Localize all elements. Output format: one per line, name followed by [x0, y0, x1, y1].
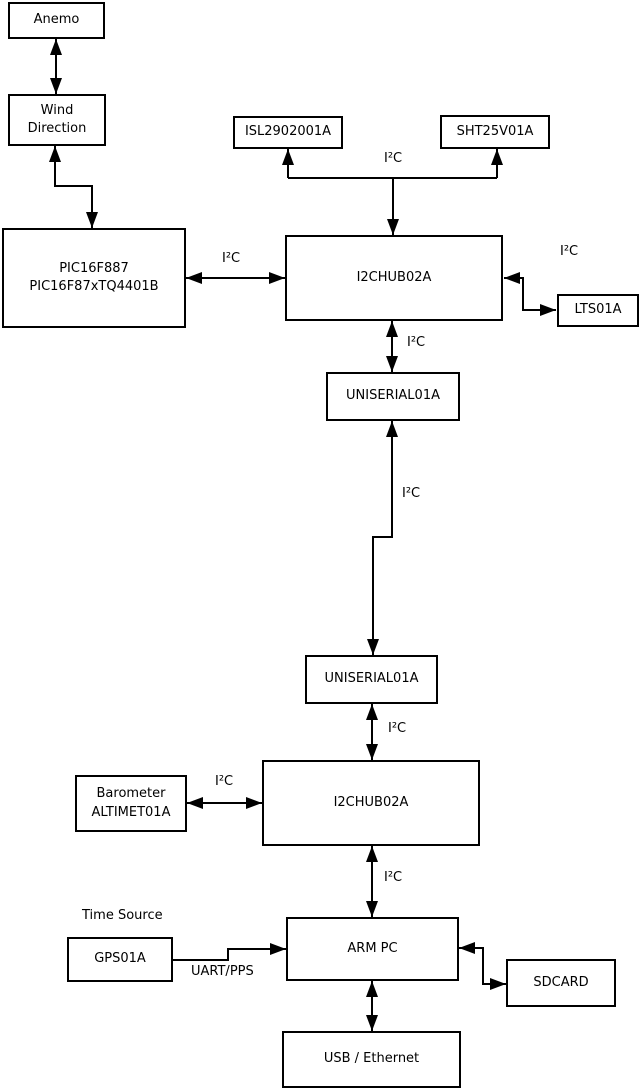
connector-armpc-sdcard — [459, 942, 506, 990]
connector-gps-armpc — [173, 943, 286, 961]
box-uniserial-bottom: UNISERIAL01A — [305, 655, 438, 704]
label-i2c-barometer-hub2: I²C — [215, 774, 234, 789]
box-sdcard: SDCARD — [506, 959, 616, 1007]
label-time-source: Time Source — [82, 908, 163, 923]
label-i2c-sensor-bus: I²C — [384, 151, 403, 166]
label-i2c-hub1-lts: I²C — [560, 244, 579, 259]
label-i2c-uniserial2-hub2: I²C — [388, 721, 407, 736]
box-i2c-hub-top: I2CHUB02A — [285, 235, 503, 321]
box-arm-pc: ARM PC — [286, 917, 459, 981]
box-wind-direction: Wind Direction — [8, 94, 106, 146]
box-anemo: Anemo — [8, 2, 105, 39]
connector-hub1-lts — [504, 272, 556, 316]
connector-uniserial1-uniserial2 — [367, 421, 398, 655]
box-i2c-hub-bottom: I2CHUB02A — [262, 760, 480, 846]
box-barometer: Barometer ALTIMET01A — [75, 775, 187, 832]
label-i2c-hub1-uniserial1: I²C — [407, 335, 426, 350]
box-usb-ethernet: USB / Ethernet — [282, 1031, 461, 1088]
label-i2c-hub2-armpc: I²C — [384, 870, 403, 885]
box-lts-sensor: LTS01A — [557, 294, 639, 327]
box-isl-sensor: ISL2902001A — [233, 116, 343, 149]
label-uart-pps: UART/PPS — [191, 964, 254, 979]
box-uniserial-top: UNISERIAL01A — [326, 372, 460, 421]
connector-winddirection-pic — [49, 146, 98, 228]
label-i2c-uniserial1-uniserial2: I²C — [402, 486, 421, 501]
box-gps: GPS01A — [67, 937, 173, 982]
box-pic-controller: PIC16F887 PIC16F87xTQ4401B — [2, 228, 186, 328]
box-sht-sensor: SHT25V01A — [440, 115, 550, 149]
label-i2c-pic-hub1: I²C — [222, 251, 241, 266]
